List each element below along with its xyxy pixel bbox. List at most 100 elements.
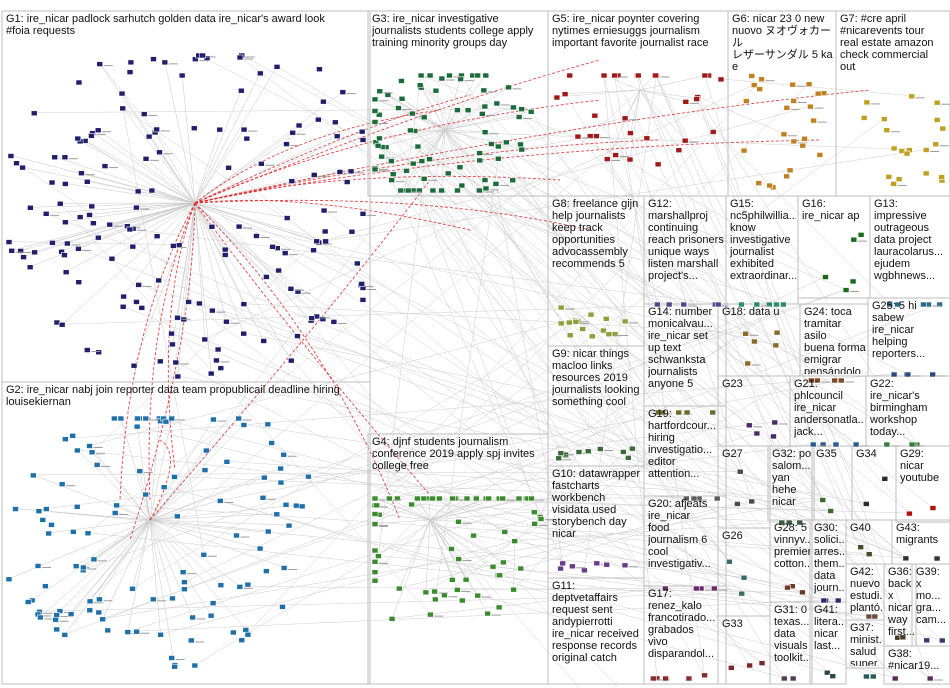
node-g5 (603, 156, 611, 162)
edge-highlight (149, 439, 171, 521)
node-g10 (569, 563, 576, 570)
edge-g1 (65, 183, 196, 204)
edge-inter-group (64, 303, 940, 635)
node-g38 (891, 675, 899, 682)
node-g3 (409, 160, 417, 167)
node-g43 (902, 555, 910, 562)
edge-inter-group (83, 289, 847, 571)
node-g6 (780, 131, 788, 138)
node-g2 (174, 513, 181, 520)
node-g23 (771, 419, 779, 426)
edge-inter-group (638, 74, 800, 523)
node-g1 (240, 301, 248, 307)
edge-g1 (30, 202, 196, 208)
edge-inter-group (603, 74, 658, 305)
node-g16 (850, 236, 858, 243)
node-g1 (330, 319, 338, 325)
node-g6 (758, 76, 765, 83)
node-g27 (736, 468, 744, 475)
node-g6 (786, 167, 794, 174)
group-frame-g43 (891, 519, 950, 565)
node-g6 (810, 117, 817, 124)
edge-g1 (175, 202, 196, 363)
node-g8 (605, 331, 613, 337)
edge-g2 (149, 476, 175, 521)
node-g26 (738, 590, 746, 597)
node-g1 (170, 243, 177, 249)
node-g8 (557, 304, 565, 311)
edge-g2 (149, 519, 222, 585)
node-g2 (168, 415, 176, 422)
edge-highlight (194, 202, 431, 496)
node-g5 (574, 133, 582, 140)
node-g4 (375, 553, 382, 559)
node-g1 (359, 137, 367, 143)
node-g5 (621, 115, 629, 122)
node-g1 (96, 61, 104, 67)
edge-inter-group (374, 98, 847, 290)
node-g10 (593, 560, 601, 567)
node-g10 (621, 562, 629, 569)
node-g3 (464, 107, 472, 114)
node-g2 (233, 532, 240, 539)
node-g17 (685, 675, 693, 682)
node-g5 (553, 94, 561, 101)
edge-g2 (149, 467, 281, 521)
node-g4 (463, 495, 471, 502)
node-g2 (282, 501, 290, 508)
node-g5 (682, 99, 690, 105)
node-g24 (814, 377, 821, 384)
edge-g1 (133, 202, 196, 229)
edge-g3 (444, 86, 509, 131)
node-g9 (620, 449, 627, 455)
node-g3 (398, 78, 405, 84)
edge-g1 (123, 202, 196, 297)
edge-g2 (48, 519, 151, 534)
node-g2 (53, 612, 60, 618)
edge-inter-group (116, 504, 906, 559)
node-g1 (321, 228, 329, 235)
node-g1 (339, 89, 347, 95)
node-g1 (320, 98, 327, 105)
node-g6 (783, 105, 791, 111)
edge-g1 (79, 140, 196, 204)
edge-g4 (399, 519, 431, 589)
node-g2 (264, 421, 272, 428)
node-g24 (837, 377, 845, 384)
edge-g3 (382, 129, 446, 147)
node-g37 (869, 673, 877, 680)
edge-g5 (630, 89, 641, 133)
edge-g1 (136, 202, 196, 208)
node-g3 (376, 88, 384, 95)
node-g2 (95, 609, 103, 616)
edge-inter-group (123, 306, 839, 601)
node-g7 (908, 93, 916, 100)
node-g13 (886, 301, 893, 308)
edge-g1 (66, 202, 196, 272)
node-g1 (263, 274, 270, 280)
edge-inter-group (603, 74, 658, 678)
node-g7 (885, 174, 893, 180)
node-g27 (748, 498, 756, 505)
node-g8 (600, 327, 607, 334)
node-g2 (238, 637, 246, 643)
edge-inter-group (615, 154, 826, 277)
edge-inter-group (513, 106, 748, 364)
node-g1 (19, 164, 26, 171)
node-g15 (766, 301, 773, 308)
node-g43 (933, 555, 941, 562)
node-g1 (62, 269, 70, 275)
node-g2 (129, 585, 136, 592)
edge-inter-group (375, 141, 943, 641)
node-g3 (518, 146, 526, 153)
node-g3 (407, 127, 414, 134)
node-g5 (681, 137, 689, 144)
edge-g1 (194, 202, 317, 242)
edge-g4 (429, 497, 456, 521)
node-g1 (94, 127, 102, 134)
edge-inter-group (184, 276, 826, 582)
edge-inter-group (77, 449, 500, 499)
node-g2 (5, 576, 13, 583)
node-g4 (371, 559, 379, 565)
edge-inter-group (393, 117, 626, 174)
